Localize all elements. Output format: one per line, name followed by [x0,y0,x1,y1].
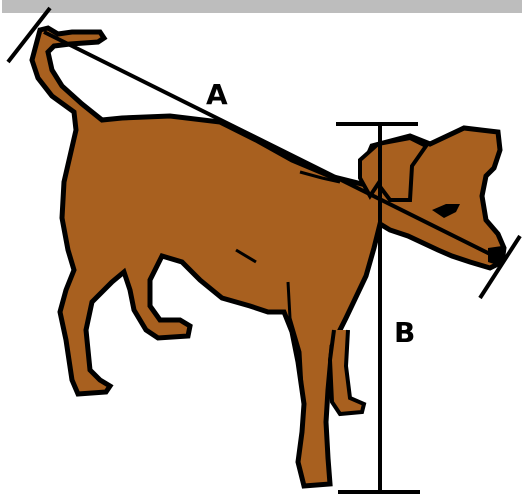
dog-illustration [32,28,506,486]
label-b: B [394,316,415,349]
dog-far-leg [330,330,364,414]
dog-body [32,28,504,486]
label-a: A [206,78,228,111]
